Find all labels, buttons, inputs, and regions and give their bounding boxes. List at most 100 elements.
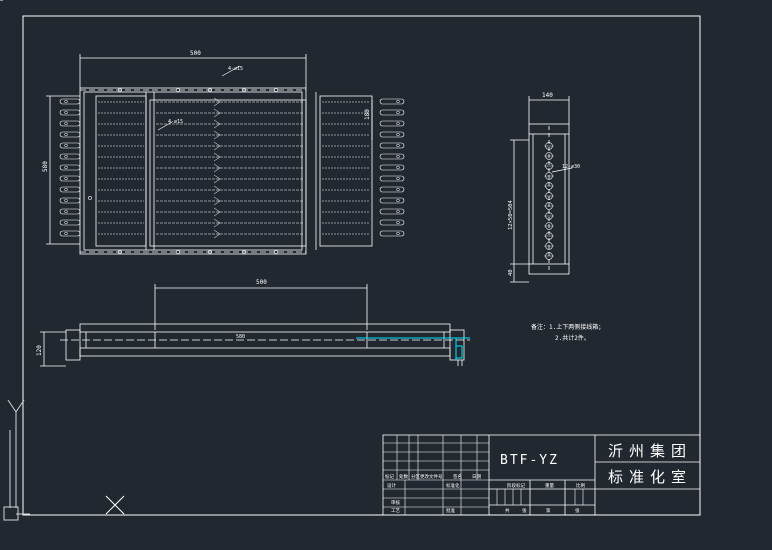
top-view-bolt-holes [88, 88, 278, 254]
terminal-tab [59, 153, 81, 160]
bolt-hole [118, 88, 122, 92]
terminal-hole [64, 209, 68, 214]
top-view [46, 54, 373, 255]
weld-mark [213, 108, 221, 118]
label-standardization: 标准化 [446, 482, 460, 489]
model-number: BTF-YZ [500, 453, 559, 468]
front-height-dim: 120 [36, 345, 43, 356]
terminal-tab [379, 131, 405, 138]
terminal-tab [379, 98, 405, 105]
terminal-tab [59, 197, 81, 204]
terminal-hole [396, 121, 400, 126]
terminal-hole [64, 231, 68, 236]
terminal-tab [379, 142, 405, 149]
terminal-tab [59, 230, 81, 237]
label-sheet-unit-1: 张 [522, 507, 527, 514]
terminal-tab [379, 219, 405, 226]
weld-mark [213, 163, 221, 173]
terminal-hole [396, 154, 400, 159]
terminal-tab [379, 120, 405, 127]
label-sheet-total: 共 [505, 507, 510, 514]
terminal-tab [59, 208, 81, 215]
label-approval: 批准 [446, 507, 455, 514]
department-name: 标准化室 [608, 468, 692, 486]
weld-mark [213, 130, 221, 140]
weld-mark [213, 152, 221, 162]
terminal-tab [379, 186, 405, 193]
terminal-hole [64, 99, 68, 104]
label-change-doc: 更改文件号 [420, 473, 443, 480]
label-sheet-unit-2: 张 [575, 507, 580, 514]
terminal-hole [64, 198, 68, 203]
weld-mark [213, 119, 221, 129]
front-width-dim: 500 [256, 279, 267, 286]
terminal-hole [396, 187, 400, 192]
top-hole-note: 4-∅15 [228, 66, 243, 72]
label-zone: 分区 [411, 473, 420, 480]
top-view-fins [59, 97, 405, 239]
terminal-tab [59, 186, 81, 193]
side-bottom-dim: 40 [508, 269, 514, 276]
mid-hole-note: 4-∅15 [168, 119, 183, 125]
terminal-hole [64, 154, 68, 159]
notes-line-2: 2.共计2件。 [555, 334, 590, 342]
front-view-marker [457, 360, 463, 366]
terminal-tab [379, 208, 405, 215]
terminal-hole [64, 165, 68, 170]
drawing-frame [0, 0, 701, 516]
terminal-hole [396, 176, 400, 181]
top-width-dim: 500 [190, 50, 201, 57]
terminal-tab [59, 164, 81, 171]
terminal-hole [64, 143, 68, 148]
label-weight: 重量 [545, 482, 554, 489]
terminal-hole [396, 220, 400, 225]
title-block [382, 434, 701, 516]
side-view [510, 96, 573, 283]
label-count: 处数 [399, 473, 408, 480]
terminal-tab [379, 230, 405, 237]
front-view [40, 284, 470, 367]
weld-mark [213, 185, 221, 195]
label-scale: 比例 [576, 482, 585, 489]
crosshair-cursor-icon [105, 495, 125, 515]
bolt-hole [176, 88, 180, 92]
top-right-dim: 180 [364, 109, 371, 120]
terminal-hole [64, 132, 68, 137]
terminal-hole [396, 198, 400, 203]
bolt-hole [274, 88, 278, 92]
terminal-hole [396, 209, 400, 214]
title-block-grid [383, 435, 584, 515]
label-checker: 审核 [391, 499, 400, 506]
weld-mark [213, 141, 221, 151]
terminal-hole [64, 110, 68, 115]
terminal-hole [396, 165, 400, 170]
side-width-dim: 140 [542, 92, 553, 99]
terminal-tab [59, 175, 81, 182]
weld-mark [213, 174, 221, 184]
bolt-hole [242, 88, 246, 92]
side-view-holes [544, 142, 554, 260]
label-stage-mark: 阶段标记 [507, 482, 525, 489]
terminal-hole [64, 121, 68, 126]
label-signature: 签名 [453, 473, 462, 480]
weld-mark [213, 229, 221, 239]
label-designer: 设计 [387, 482, 396, 489]
company-name: 沂州集团 [608, 442, 692, 460]
terminal-tab [379, 164, 405, 171]
label-revision: 标记 [385, 473, 394, 480]
terminal-tab [59, 131, 81, 138]
top-height-dim: 580 [42, 161, 49, 172]
terminal-tab [59, 142, 81, 149]
terminal-hole [64, 220, 68, 225]
bolt-hole [88, 196, 92, 200]
side-pitch-dim: 12×50=504 [508, 200, 514, 230]
ucs-icon [3, 399, 30, 521]
terminal-hole [64, 187, 68, 192]
bolt-hole [242, 250, 246, 254]
terminal-tab [59, 219, 81, 226]
label-sheet-no: 第 [546, 507, 551, 514]
bolt-hole [208, 250, 212, 254]
weld-mark [213, 97, 221, 107]
terminal-tab [379, 197, 405, 204]
terminal-hole [396, 143, 400, 148]
